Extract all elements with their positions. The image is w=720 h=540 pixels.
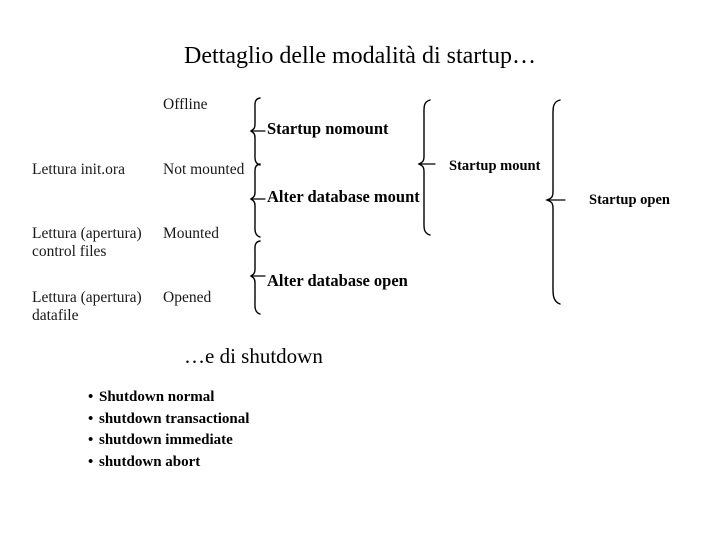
command-alter-database-open: Alter database open — [267, 271, 408, 290]
command-startup-mount: Startup mount — [449, 158, 541, 174]
list-item: • shutdown abort — [88, 452, 249, 474]
action-label-init-ora: Lettura init.ora — [32, 161, 125, 178]
bullet-icon: • — [88, 453, 94, 470]
bullet-icon: • — [88, 432, 94, 448]
brace-level1-alter-open — [249, 240, 268, 316]
shutdown-item-label: shutdown abort — [99, 453, 201, 470]
list-item: • shutdown transactional — [88, 409, 249, 431]
shutdown-section-title: …e di shutdown — [184, 344, 323, 368]
list-item: • shutdown immediate — [88, 430, 249, 452]
shutdown-item-label: Shutdown normal — [99, 389, 215, 405]
shutdown-item-label: shutdown immediate — [99, 432, 233, 448]
action-label-datafile: Lettura (apertura) datafile — [32, 289, 142, 324]
brace-level1-nomount — [249, 97, 268, 167]
command-startup-open: Startup open — [589, 192, 670, 208]
command-startup-nomount: Startup nomount — [267, 119, 389, 138]
action-label-control-files: Lettura (apertura) control files — [32, 225, 142, 260]
page-title: Dettaglio delle modalità di startup… — [184, 43, 536, 69]
brace-level1-alter-mount — [249, 163, 268, 239]
state-label-not-mounted: Not mounted — [163, 161, 245, 178]
brace-level3-startup-open — [545, 99, 568, 307]
brace-level2-startup-mount — [417, 99, 438, 237]
state-label-offline: Offline — [163, 96, 208, 113]
shutdown-options-list: • Shutdown normal • shutdown transactional… — [88, 387, 249, 473]
shutdown-item-label: shutdown transactional — [99, 410, 250, 427]
state-label-opened: Opened — [163, 289, 212, 306]
bullet-icon: • — [88, 410, 94, 427]
state-label-mounted: Mounted — [163, 225, 219, 242]
list-item: • Shutdown normal — [88, 387, 249, 409]
command-alter-database-mount: Alter database mount — [267, 187, 420, 206]
bullet-icon: • — [88, 389, 94, 405]
